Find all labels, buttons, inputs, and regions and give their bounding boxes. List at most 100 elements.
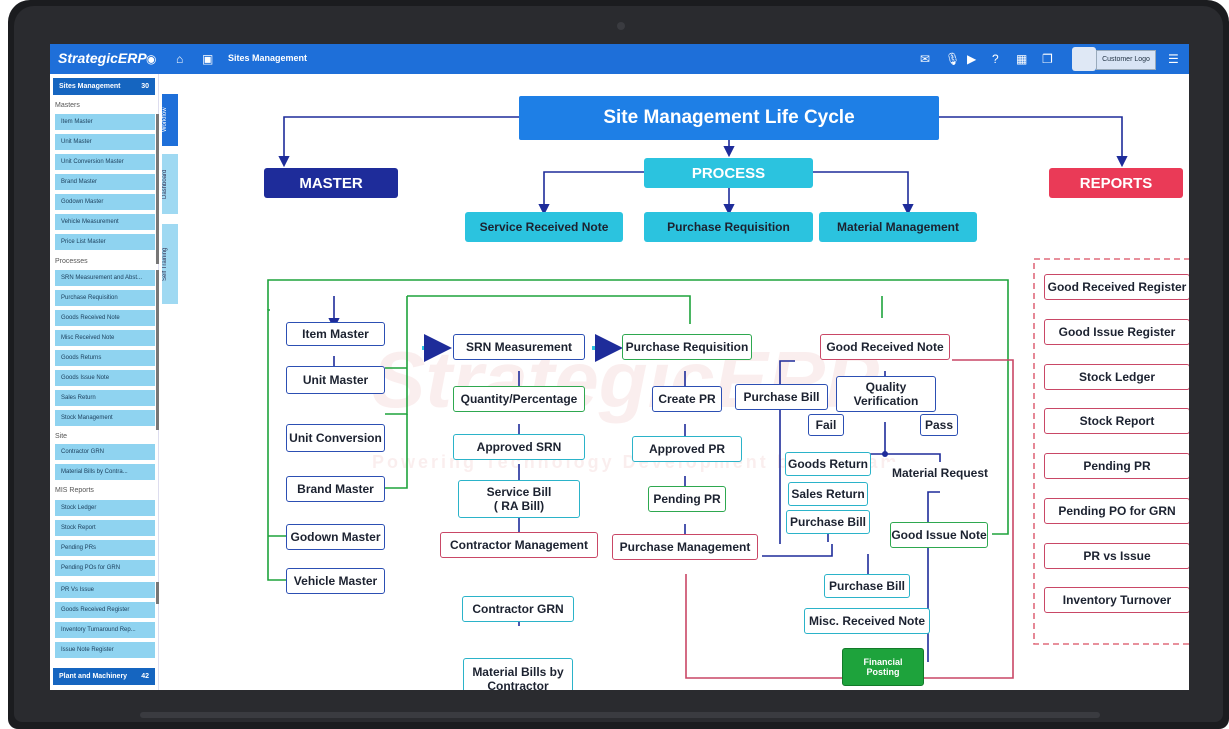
pr-node: Purchase Management — [612, 534, 758, 560]
sidebar-item[interactable]: Goods Received Register — [55, 602, 155, 619]
sidebar-group-processes: Processes — [55, 258, 88, 265]
master-node: Item Master — [286, 322, 385, 346]
help-icon[interactable]: ? — [992, 52, 999, 66]
mic-icon[interactable]: 🎙 — [945, 52, 961, 66]
sidebar-item[interactable]: Price List Master — [55, 234, 155, 251]
grn-node: Good Received Note — [820, 334, 950, 360]
grn-node: Purchase Bill — [786, 510, 870, 534]
reports-header: REPORTS — [1049, 168, 1183, 198]
sidebar-item[interactable]: Purchase Requisition — [55, 290, 155, 307]
laptop-chin — [140, 712, 1100, 718]
process-header: PROCESS — [644, 158, 813, 188]
grn-node: Misc. Received Note — [804, 608, 930, 634]
material-request-node: Material Request — [886, 462, 994, 484]
tab-self-training[interactable]: Self Training — [162, 224, 178, 304]
sidebar-group-site: Site — [55, 433, 68, 440]
process-item: Purchase Requisition — [644, 212, 813, 242]
grn-node: Sales Return — [788, 482, 868, 506]
master-node: Unit Conversion — [286, 424, 385, 452]
sidebar-item[interactable]: Unit Master — [55, 134, 155, 151]
home-icon[interactable]: ⌂ — [176, 52, 184, 66]
fail-node: Fail — [808, 414, 844, 436]
report-item: Pending PO for GRN — [1044, 498, 1189, 524]
youtube-icon[interactable]: ▶ — [967, 52, 977, 66]
grn-node: Goods Return — [785, 452, 871, 476]
sidebar-item[interactable]: Goods Received Note — [55, 310, 155, 327]
pr-node: Pending PR — [648, 486, 726, 512]
menu-circle-icon[interactable]: ◉ — [146, 52, 157, 66]
sidebar-item[interactable]: Stock Report — [55, 520, 155, 537]
connector-lines — [267, 116, 1189, 679]
process-item: Service Received Note — [465, 212, 623, 242]
master-node: Unit Master — [286, 366, 385, 394]
vertical-tabs: Workflow Dashboard Self Training — [160, 74, 182, 324]
report-item: Stock Report — [1044, 408, 1189, 434]
master-header: MASTER — [264, 168, 398, 198]
sidebar-item[interactable]: Misc Received Note — [55, 330, 155, 347]
srn-node: SRN Measurement — [453, 334, 585, 360]
sidebar-scrollbar[interactable] — [156, 114, 159, 264]
grn-node: Purchase Bill — [824, 574, 910, 598]
report-item: Pending PR — [1044, 453, 1189, 479]
master-node: Brand Master — [286, 476, 385, 502]
report-item: PR vs Issue — [1044, 543, 1189, 569]
srn-node: Quantity/Percentage — [453, 386, 585, 412]
sidebar-item[interactable]: Goods Returns — [55, 350, 155, 367]
srn-node: Approved SRN — [453, 434, 585, 460]
tab-dashboard[interactable]: Dashboard — [162, 154, 178, 214]
diagram-title: Site Management Life Cycle — [519, 96, 939, 140]
sidebar-item[interactable]: PR Vs Issue — [55, 582, 155, 599]
sidebar-scrollbar[interactable] — [156, 270, 159, 430]
sidebar-item[interactable]: Pending PRs — [55, 540, 155, 557]
sidebar-item[interactable]: Brand Master — [55, 174, 155, 191]
pr-node: Create PR — [652, 386, 722, 412]
sidebar-item[interactable]: Vehicle Measurement — [55, 214, 155, 231]
sidebar-item[interactable]: Contractor GRN — [55, 444, 155, 461]
window-icon[interactable]: ❐ — [1042, 52, 1053, 66]
sidebar-group-mis: MIS Reports — [55, 487, 94, 494]
calculator-icon[interactable]: ▦ — [1016, 52, 1028, 66]
hamburger-icon[interactable]: ☰ — [1168, 52, 1179, 66]
report-item: Stock Ledger — [1044, 364, 1189, 390]
sidebar-item[interactable]: SRN Measurement and Abst... — [55, 270, 155, 287]
sidebar-item[interactable]: Sales Return — [55, 390, 155, 407]
sidebar-item[interactable]: Stock Management — [55, 410, 155, 427]
sidebar-item[interactable]: Goods Issue Note — [55, 370, 155, 387]
brand-logo[interactable]: StrategicERP — [58, 50, 147, 66]
sidebar-item[interactable]: Inventory Turnaround Rep... — [55, 622, 155, 639]
pr-node: Approved PR — [632, 436, 742, 462]
master-node: Godown Master — [286, 524, 385, 550]
sidebar-item[interactable]: Pending POs for GRN — [55, 560, 155, 577]
sidebar-item[interactable]: Godown Master — [55, 194, 155, 211]
sidebar-scrollbar[interactable] — [156, 582, 159, 604]
mail-icon[interactable]: ✉ — [920, 52, 931, 66]
sidebar-item[interactable]: Material Bills by Contra... — [55, 464, 155, 481]
srn-node: Contractor Management — [440, 532, 598, 558]
document-icon[interactable]: ▣ — [202, 52, 214, 66]
sidebar-group-masters: Masters — [55, 102, 80, 109]
report-item: Good Issue Register — [1044, 319, 1189, 345]
sidebar-item[interactable]: Item Master — [55, 114, 155, 131]
workflow-diagram: StrategicERP Powering Technology Develop… — [182, 74, 1189, 690]
page-title: Sites Management — [228, 53, 308, 63]
srn-node-service-bill: Service Bill( RA Bill) — [458, 480, 580, 518]
customer-logo: Customer Logo — [1096, 50, 1156, 70]
user-avatar-icon[interactable] — [1072, 47, 1096, 71]
grn-node: Good Issue Note — [890, 522, 988, 548]
process-item: Material Management — [819, 212, 977, 242]
grn-node: Purchase Bill — [735, 384, 828, 410]
contractor-grn-node: Contractor GRN — [462, 596, 574, 622]
master-node: Vehicle Master — [286, 568, 385, 594]
tab-workflow[interactable]: Workflow — [162, 94, 178, 146]
pass-node: Pass — [920, 414, 958, 436]
sidebar-item[interactable]: Unit Conversion Master — [55, 154, 155, 171]
report-item: Good Received Register — [1044, 274, 1189, 300]
sidebar-item[interactable]: Stock Ledger — [55, 500, 155, 517]
sidebar-item[interactable]: Issue Note Register — [55, 642, 155, 659]
